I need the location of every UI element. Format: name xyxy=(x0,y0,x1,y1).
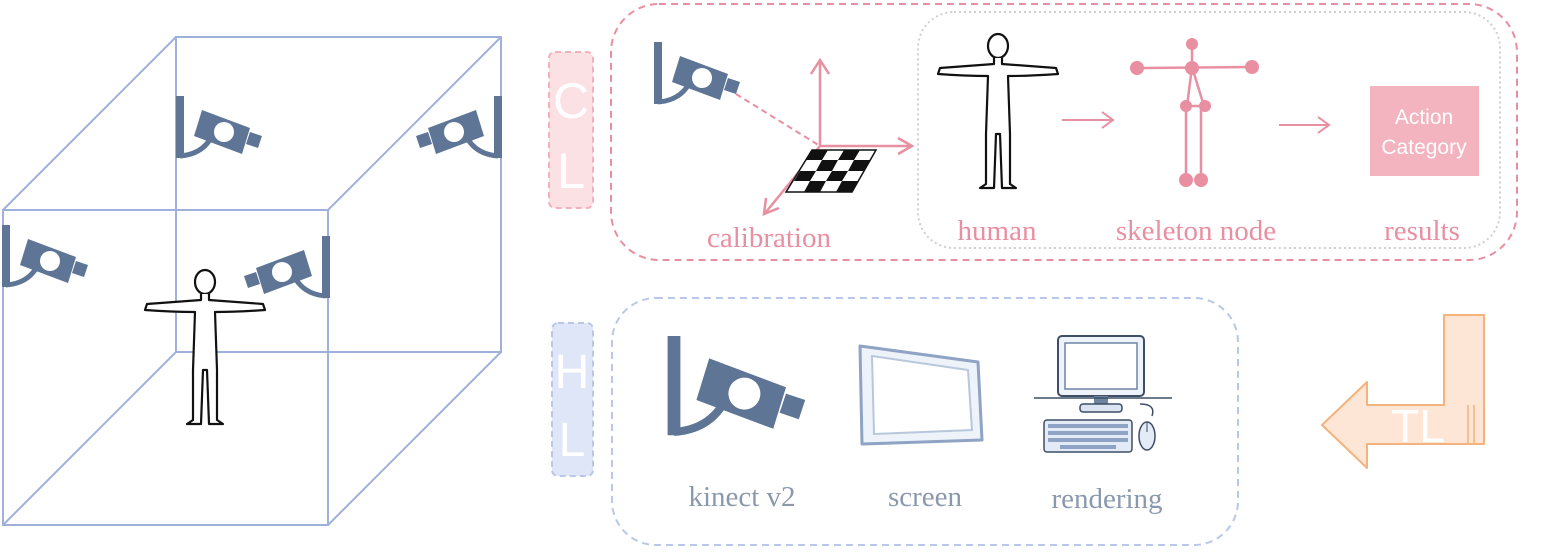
result-box-line-1: Action xyxy=(1395,106,1453,129)
result-box-line-2: Category xyxy=(1381,136,1467,159)
rendering-label: rendering xyxy=(1051,483,1162,515)
human-icon xyxy=(936,32,1060,190)
checkerboard-icon xyxy=(784,149,878,193)
kinect-label: kinect v2 xyxy=(688,481,795,513)
hl-letter-h: H xyxy=(555,346,590,399)
screen-label: screen xyxy=(888,481,963,513)
arrow-left-icon xyxy=(1321,314,1485,469)
action-category-box: Action Category xyxy=(1370,86,1479,176)
camera-icon xyxy=(416,96,498,158)
skeleton-label: skeleton node xyxy=(1116,215,1276,247)
human-label: human xyxy=(958,215,1037,247)
camera-icon xyxy=(244,236,326,298)
cl-letter-l: L xyxy=(557,143,585,199)
skeleton-icon xyxy=(1130,38,1259,187)
arrow-right-icon xyxy=(1279,116,1331,134)
pipeline-panel: calibration human xyxy=(610,3,1518,261)
tl-layer-tag: TL xyxy=(1321,314,1485,469)
arrow-right-icon xyxy=(1062,111,1115,129)
hl-layer-tag: H L xyxy=(551,322,594,477)
results-label: results xyxy=(1384,215,1460,247)
camera-icon xyxy=(674,336,805,435)
calibration-label: calibration xyxy=(707,222,832,254)
computer-icon xyxy=(1034,335,1172,453)
tl-label: TL xyxy=(1391,400,1445,452)
camera-icon xyxy=(180,96,262,158)
hardware-panel: kinect v2 screen xyxy=(611,297,1239,546)
capture-room xyxy=(2,36,502,526)
keyboard-icon xyxy=(1043,419,1133,453)
camera-icon xyxy=(658,42,740,104)
cl-letter-c: C xyxy=(553,73,589,129)
monitor-icon xyxy=(858,344,984,446)
hl-letter-l: L xyxy=(559,414,586,467)
mouse-icon xyxy=(1138,403,1156,451)
camera-icon xyxy=(6,225,88,287)
human-icon xyxy=(143,268,267,426)
cl-layer-tag: C L xyxy=(548,51,594,209)
